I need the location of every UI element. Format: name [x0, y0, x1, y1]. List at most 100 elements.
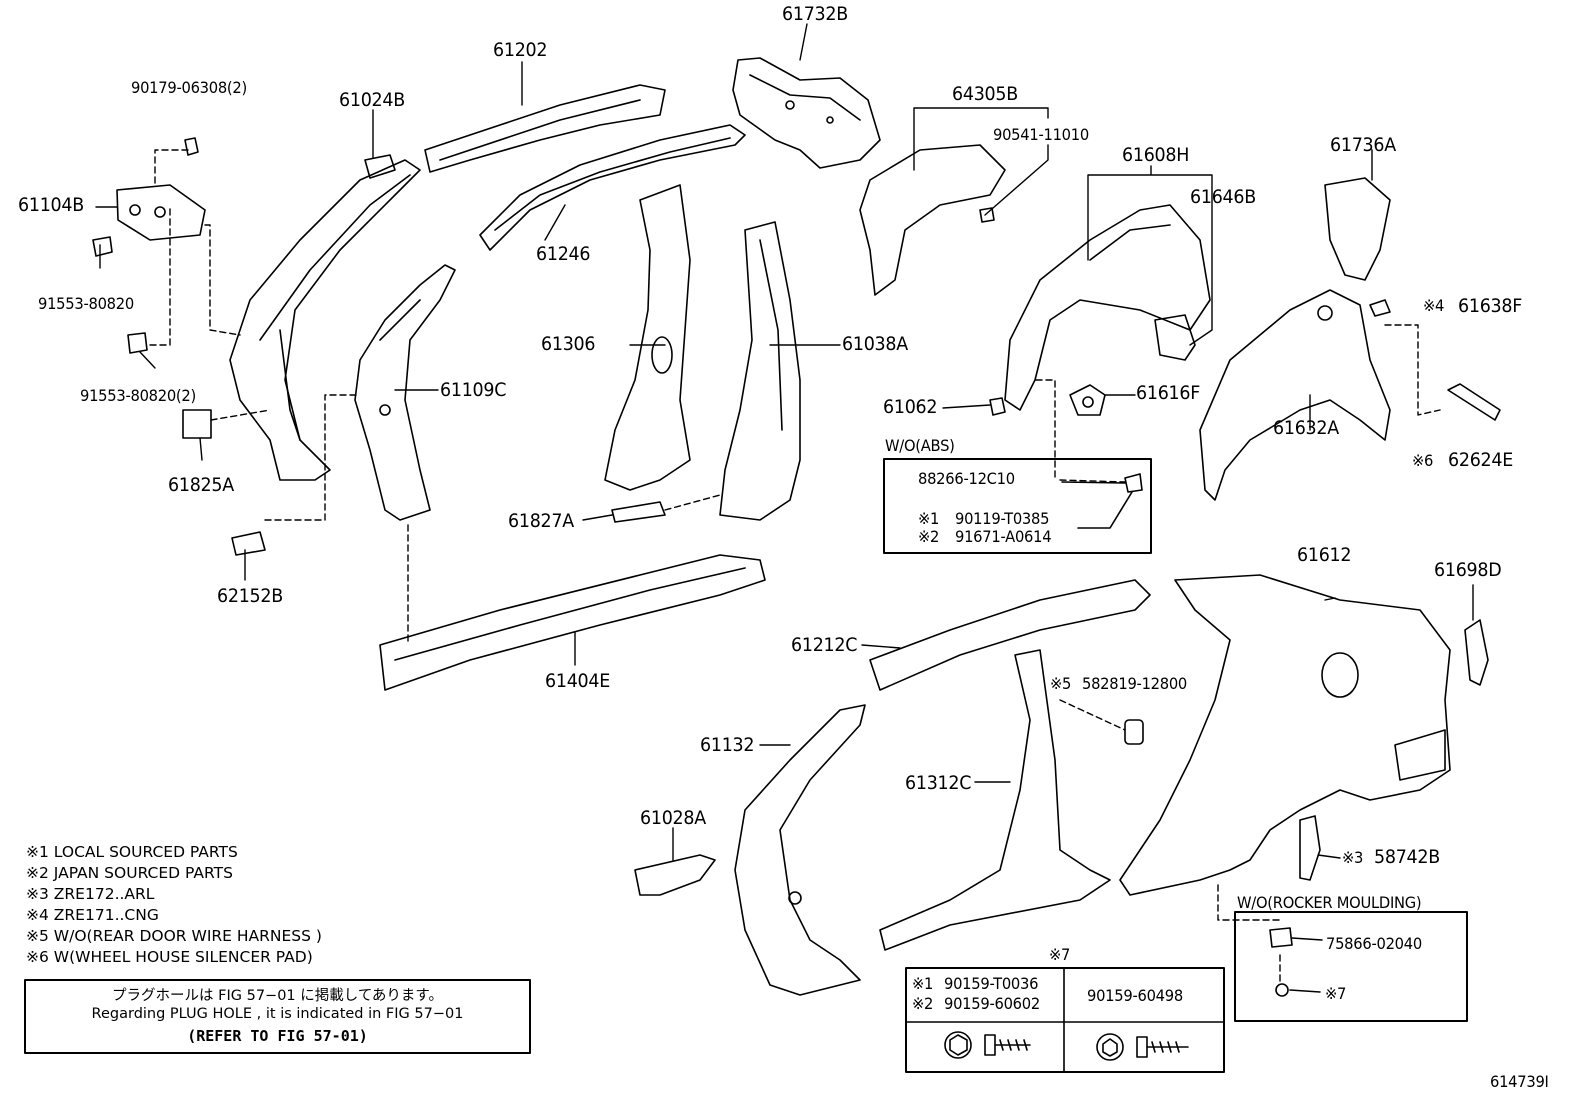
label-61024B: 61024B: [339, 89, 405, 111]
label-wo-abs: W/O(ABS): [885, 436, 955, 455]
label-61038A: 61038A: [842, 333, 908, 355]
leader-lines: [95, 23, 1474, 861]
label-90159-60602: 90159-60602: [944, 994, 1040, 1013]
label-61104B: 61104B: [18, 194, 84, 216]
part-64305B-shape: [859, 144, 1006, 296]
label-61827A: 61827A: [508, 510, 574, 532]
plug-note-english: Regarding PLUG HOLE , it is indicated in…: [91, 1006, 464, 1022]
part-61638F-shape: [1369, 299, 1391, 317]
label-90119-T0385: 90119-T0385: [955, 509, 1050, 528]
part-61212C-shape: [869, 579, 1151, 691]
plug-note-japanese: プラグホールは FIG 57−01 に掲載してあります。: [112, 988, 443, 1004]
part-61028A-shape: [634, 854, 716, 896]
part-61732B-shape: [732, 57, 881, 169]
mark-6: ※6: [1412, 451, 1434, 470]
part-61312C-shape: [879, 649, 1111, 951]
fastener-icons: [944, 473, 1323, 1061]
bolts-table: [905, 967, 1225, 1073]
part-61202-shape: [424, 84, 666, 173]
plug-note-box: [24, 979, 531, 1054]
mark-7-rocker: ※7: [1325, 984, 1347, 1003]
part-61024B-shape: [229, 154, 421, 481]
part-61062-shape: [989, 397, 1006, 416]
label-62152B: 62152B: [217, 585, 283, 607]
part-58742B-shape: [1299, 815, 1321, 881]
legend-item: ※1 LOCAL SOURCED PARTS: [26, 843, 238, 861]
abs-box: [883, 458, 1152, 554]
legend-item: ※4 ZRE171..CNG: [26, 906, 159, 924]
label-75866-02040: 75866-02040: [1326, 934, 1422, 953]
label-61698D: 61698D: [1434, 559, 1502, 581]
legend-item: ※5 W/O(REAR DOOR WIRE HARNESS ): [26, 927, 322, 945]
label-90159-T0036: 90159-T0036: [944, 974, 1039, 993]
part-61104B-shape: [92, 137, 212, 439]
label-61062: 61062: [883, 396, 938, 418]
part-61736A-shape: [1324, 177, 1391, 281]
part-61632A-shape: [1199, 289, 1391, 501]
mark-1-table: ※1: [912, 974, 934, 993]
label-90179-06308: 90179-06308(2): [131, 78, 247, 97]
label-61404E: 61404E: [545, 670, 611, 692]
label-61109C: 61109C: [440, 379, 507, 401]
part-61612-shape: [1119, 574, 1451, 896]
label-61825A: 61825A: [168, 474, 234, 496]
label-wo-rocker-moulding: W/O(ROCKER MOULDING): [1237, 893, 1422, 912]
label-61646B: 61646B: [1190, 186, 1256, 208]
label-61736A: 61736A: [1330, 134, 1396, 156]
part-61246-shape: [479, 124, 746, 251]
part-61038A-shape: [719, 221, 801, 521]
label-58742B: 58742B: [1374, 846, 1440, 868]
part-61404E-shape: [379, 554, 766, 691]
part-61646B-shape: [1154, 314, 1196, 361]
label-582819-12800: 582819-12800: [1082, 674, 1188, 693]
mark-2-abs: ※2: [918, 527, 940, 546]
mark-7-table: ※7: [1049, 945, 1071, 964]
label-61246: 61246: [536, 243, 591, 265]
label-61132: 61132: [700, 734, 755, 756]
label-61638F: 61638F: [1458, 295, 1523, 317]
mark-4: ※4: [1423, 296, 1445, 315]
plug-note-refer: (REFER TO FIG 57-01): [187, 1027, 368, 1045]
label-61202: 61202: [493, 39, 548, 61]
mark-3: ※3: [1342, 848, 1364, 867]
label-61616F: 61616F: [1136, 382, 1201, 404]
label-61312C: 61312C: [905, 772, 972, 794]
label-90159-60498: 90159-60498: [1087, 986, 1183, 1005]
mark-5: ※5: [1050, 674, 1072, 693]
label-64305B: 64305B: [952, 83, 1018, 105]
part-61132-shape: [734, 704, 866, 996]
label-61608H: 61608H: [1122, 144, 1190, 166]
label-61732B: 61732B: [782, 3, 848, 25]
label-61632A: 61632A: [1273, 417, 1339, 439]
mark-1-abs: ※1: [918, 509, 940, 528]
label-61212C: 61212C: [791, 634, 858, 656]
part-62624E-shape: [1447, 383, 1501, 421]
label-88266-12C10: 88266-12C10: [918, 469, 1015, 488]
label-91553-80820-2: 91553-80820(2): [80, 386, 196, 405]
mark-2-table: ※2: [912, 994, 934, 1013]
legend-item: ※3 ZRE172..ARL: [26, 885, 155, 903]
rocker-box: [1234, 911, 1468, 1022]
dashed-guides: [149, 149, 1441, 986]
part-61827A-shape: [611, 501, 666, 523]
part-61616F-shape: [1069, 384, 1106, 416]
part-61698D-shape: [1464, 619, 1489, 686]
part-61608H-shape: [1004, 204, 1211, 411]
label-61306: 61306: [541, 333, 596, 355]
label-91553-80820: 91553-80820: [38, 294, 134, 313]
legend-item: ※6 W(WHEEL HOUSE SILENCER PAD): [26, 948, 313, 966]
label-91671-A0614: 91671-A0614: [955, 527, 1052, 546]
bolts-table-grid: [905, 967, 1225, 1073]
label-61612: 61612: [1297, 544, 1352, 566]
part-61306-shape: [604, 184, 691, 491]
part-62152B-shape: [231, 531, 266, 556]
part-582819-shape: [1124, 719, 1144, 745]
figure-id: 614739I: [1490, 1072, 1549, 1091]
label-90541-11010: 90541-11010: [993, 125, 1089, 144]
legend-item: ※2 JAPAN SOURCED PARTS: [26, 864, 233, 882]
label-62624E: 62624E: [1448, 449, 1514, 471]
label-61028A: 61028A: [640, 807, 706, 829]
part-61109C-shape: [354, 264, 456, 521]
